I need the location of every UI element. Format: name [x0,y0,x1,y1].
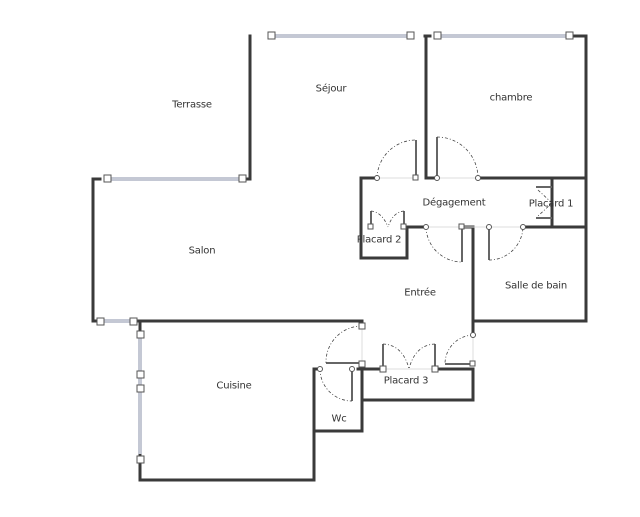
room-label-terrasse: Terrasse [172,99,212,111]
room-label-placard-2: Placard 2 [356,234,402,246]
room-label-salle-de-bain: Salle de bain [504,280,568,292]
room-label-chambre: chambre [489,92,533,104]
room-label-wc: Wc [331,413,347,425]
room-label-cuisine: Cuisine [216,380,252,392]
room-label-placard-3: Placard 3 [383,375,429,387]
room-label-salon: Salon [188,245,216,257]
room-label-degagement: Dégagement [422,197,486,209]
room-label-entree: Entrée [404,287,436,299]
windows [96,31,574,464]
room-label-sejour: Séjour [315,83,347,95]
room-label-placard-1: Placard 1 [528,198,574,210]
doors [317,136,553,402]
